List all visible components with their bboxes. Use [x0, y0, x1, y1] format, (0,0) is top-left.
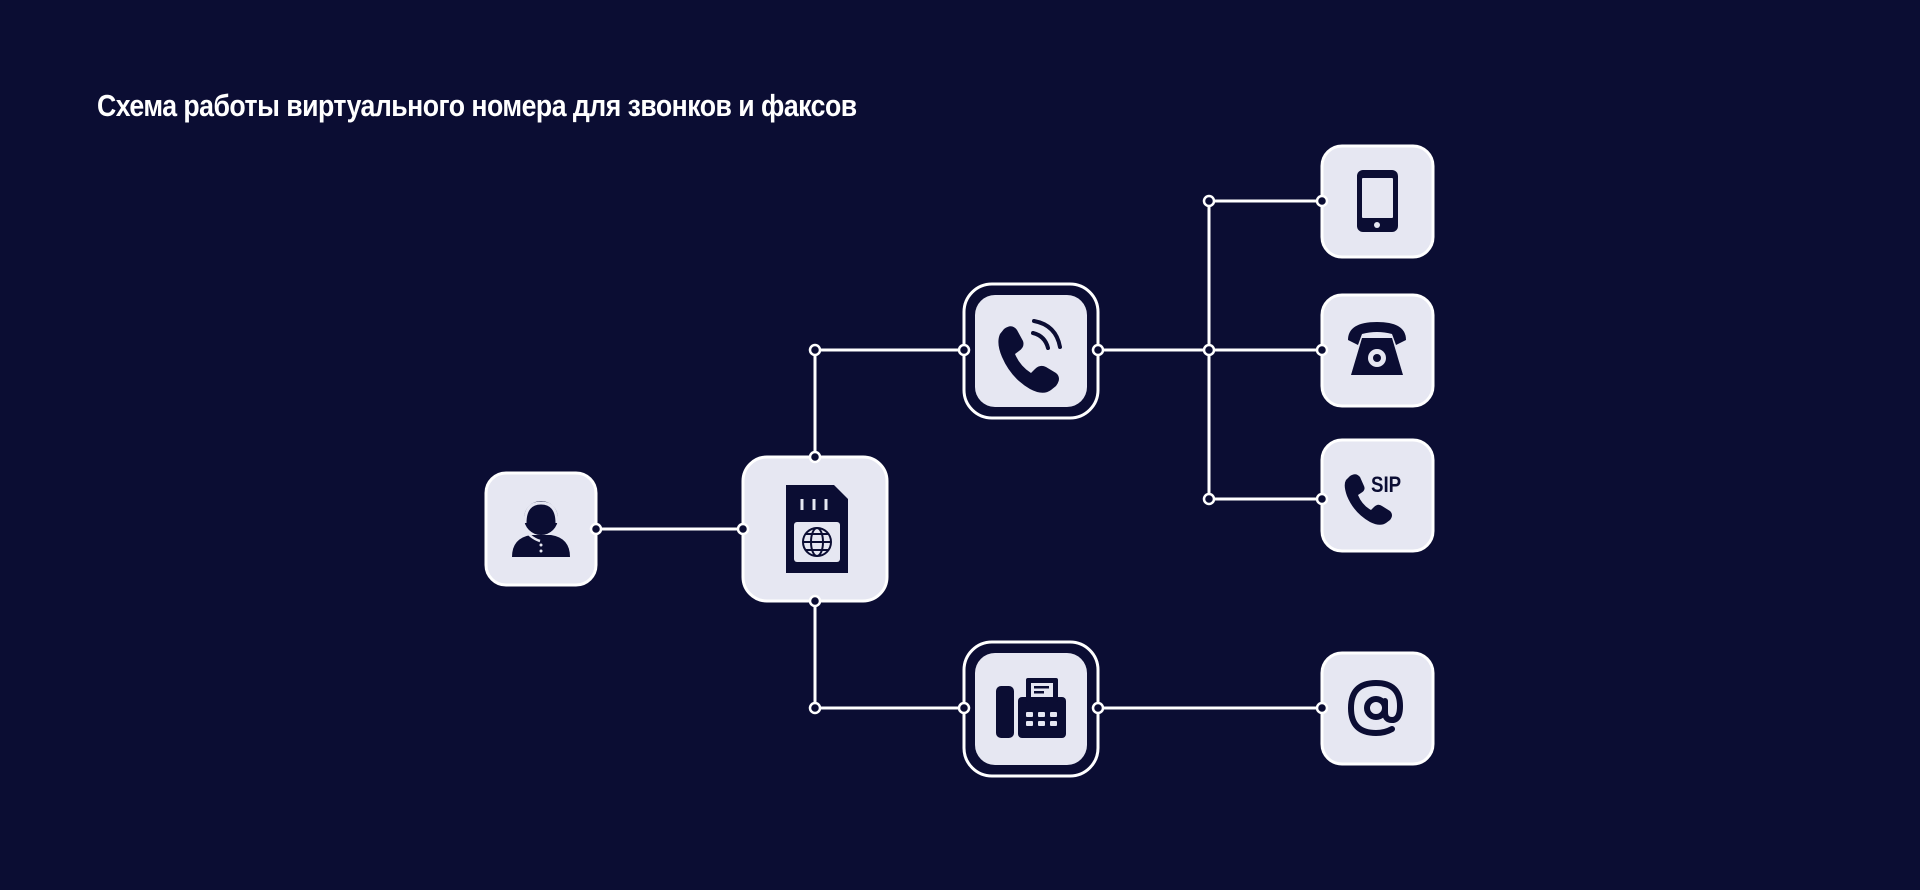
connectors	[596, 199, 1322, 710]
junction-dot	[1202, 343, 1216, 357]
junction-dot	[808, 450, 822, 464]
node-sip: SIP	[1320, 438, 1435, 553]
node-landline	[1320, 293, 1435, 408]
sip-phone-icon: SIP	[1344, 474, 1401, 525]
landline-telephone-icon	[1348, 322, 1406, 375]
node-voice-call	[962, 282, 1100, 420]
mobile-phone-icon	[1357, 170, 1398, 232]
diagram-title: Схема работы виртуального номера для зво…	[97, 88, 857, 123]
fax-machine-icon	[996, 678, 1066, 738]
junction-dot	[736, 522, 750, 536]
junction-dot	[808, 701, 822, 715]
junction-dot	[957, 701, 971, 715]
junction-dot	[1315, 492, 1329, 506]
junction-dot	[1091, 701, 1105, 715]
junction-dot	[808, 343, 822, 357]
junction-dots	[589, 194, 1329, 715]
junction-dot	[1315, 194, 1329, 208]
junction-dot	[957, 343, 971, 357]
operator-headset-icon	[512, 501, 570, 557]
edge-sim-to-voice-call	[813, 348, 964, 457]
junction-dot	[1202, 492, 1216, 506]
node-operator	[484, 471, 598, 587]
junction-dot	[1091, 343, 1105, 357]
node-mobile	[1320, 144, 1435, 259]
node-email	[1320, 651, 1435, 766]
junction-dot	[1202, 194, 1216, 208]
node-fax	[962, 640, 1100, 778]
junction-dot	[808, 594, 822, 608]
junction-dot	[1315, 343, 1329, 357]
email-at-icon	[1347, 679, 1404, 737]
junction-dot	[1315, 701, 1329, 715]
edge-sim-to-fax	[813, 601, 964, 710]
sip-label: SIP	[1371, 474, 1401, 498]
sim-card-globe-icon	[786, 485, 848, 573]
junction-dot	[589, 522, 603, 536]
node-virtual-sim	[741, 455, 889, 603]
phone-call-icon	[998, 319, 1062, 393]
